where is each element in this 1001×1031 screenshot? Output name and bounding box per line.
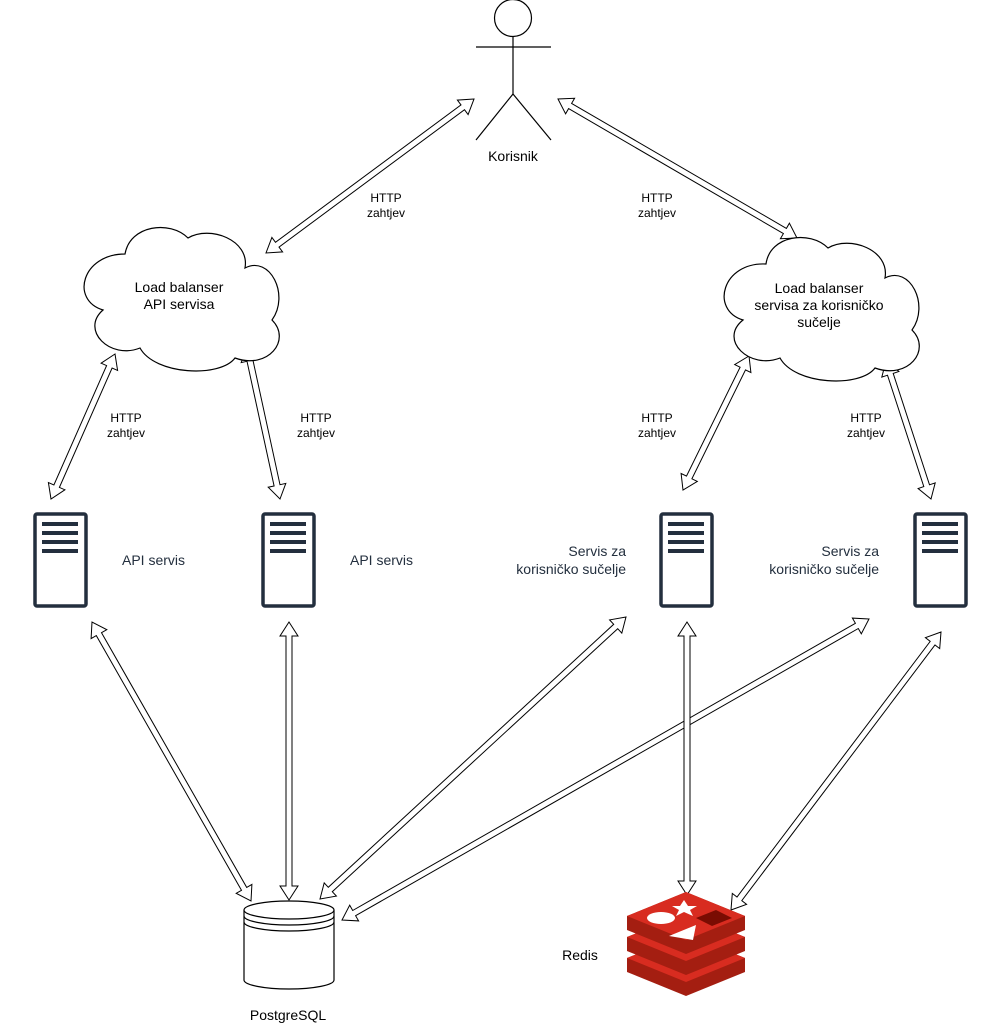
server-api-2[interactable]: API servis <box>261 512 413 608</box>
server-api-1[interactable]: API servis <box>33 512 185 608</box>
cloud-icon <box>83 226 280 372</box>
edge-label-line: zahtjev <box>367 206 405 220</box>
edge-label-line: HTTP <box>110 411 141 425</box>
database-postgresql-label: PostgreSQL <box>250 1007 326 1023</box>
edge-label-ui-lb-ui1: HTTP zahtjev <box>638 411 676 440</box>
edge-label-line: HTTP <box>370 191 401 205</box>
actor-korisnik[interactable]: Korisnik <box>475 0 552 164</box>
server-ui-1[interactable]: Servis za korisničko sučelje <box>516 512 714 608</box>
database-cylinder-icon <box>243 900 335 990</box>
edge-label-line: zahtjev <box>107 426 145 440</box>
server-ui-1-label: Servis za <box>568 543 626 559</box>
database-postgresql[interactable]: PostgreSQL <box>243 900 335 1023</box>
cloud-icon <box>723 236 920 382</box>
arrow-ui2-redis <box>730 631 942 911</box>
load-balancer-api-label: Load balanser <box>135 279 224 295</box>
edge-label-line: zahtjev <box>638 206 676 220</box>
edge-label-api-lb-api2: HTTP zahtjev <box>297 411 335 440</box>
edge-label-line: zahtjev <box>638 426 676 440</box>
arrow-ui-lb-ui1 <box>680 355 752 491</box>
server-ui-2[interactable]: Servis za korisničko sučelje <box>769 512 968 608</box>
arrow-api2-postgres <box>279 621 299 901</box>
edge-label-api-lb-api1: HTTP zahtjev <box>107 411 145 440</box>
load-balancer-ui[interactable]: Load balanser servisa za korisničko suče… <box>723 236 920 382</box>
load-balancer-ui-label: Load balanser <box>775 280 864 296</box>
stick-figure-icon <box>475 0 552 141</box>
edge-label-line: HTTP <box>850 411 881 425</box>
arrow-api-lb-api1 <box>47 353 119 500</box>
arrows-layer <box>47 97 942 922</box>
arrow-api1-postgres <box>90 621 253 902</box>
database-redis[interactable]: Redis <box>562 892 745 996</box>
load-balancer-api-label: API servisa <box>144 296 215 312</box>
edge-label-line: zahtjev <box>847 426 885 440</box>
actor-label: Korisnik <box>488 148 539 164</box>
arrow-user-ui-lb <box>557 97 798 240</box>
server-rack-icon <box>261 512 316 608</box>
arrow-ui-lb-ui2 <box>881 360 936 500</box>
load-balancer-ui-label: sučelje <box>797 314 841 330</box>
edge-label-line: HTTP <box>641 411 672 425</box>
server-ui-1-label: korisničko sučelje <box>516 561 626 577</box>
edge-label-line: zahtjev <box>297 426 335 440</box>
load-balancer-ui-label: servisa za korisničko <box>754 297 883 313</box>
arrow-api-lb-api2 <box>240 346 287 500</box>
server-ui-2-label: Servis za <box>821 543 879 559</box>
edge-label-ui-lb-ui2: HTTP zahtjev <box>847 411 885 440</box>
arrow-user-api-lb <box>265 98 475 254</box>
server-api-2-label: API servis <box>350 552 413 568</box>
edge-label-user-ui-lb: HTTP zahtjev <box>638 191 676 220</box>
edge-label-user-api-lb: HTTP zahtjev <box>367 191 405 220</box>
edge-label-line: HTTP <box>300 411 331 425</box>
server-rack-icon <box>659 512 714 608</box>
load-balancer-api[interactable]: Load balanser API servisa <box>83 226 280 372</box>
redis-logo-icon <box>627 892 745 996</box>
server-ui-2-label: korisničko sučelje <box>769 561 879 577</box>
arrow-ui1-postgres <box>319 616 627 900</box>
server-api-1-label: API servis <box>122 552 185 568</box>
arrow-ui2-postgres <box>341 617 870 922</box>
database-redis-label: Redis <box>562 947 598 963</box>
server-rack-icon <box>913 512 968 608</box>
edge-label-line: HTTP <box>641 191 672 205</box>
server-rack-icon <box>33 512 88 608</box>
arrow-ui1-redis <box>677 621 697 896</box>
